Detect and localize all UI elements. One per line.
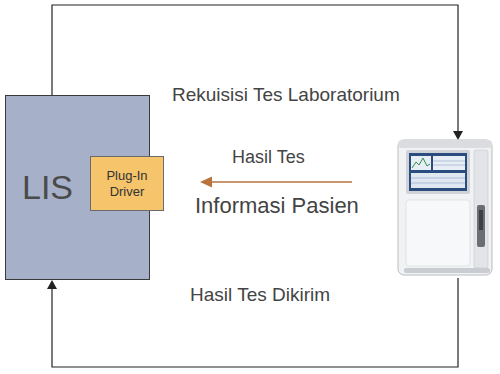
system-name: LIS xyxy=(22,167,73,208)
flow-label: Informasi Pasien xyxy=(195,193,359,218)
request-arrowhead xyxy=(453,131,463,140)
data-arrowhead xyxy=(200,177,212,188)
result-arrowhead xyxy=(47,280,57,289)
result-line xyxy=(52,278,458,367)
flow-label: Rekuisisi Tes Laboratorium xyxy=(172,84,400,106)
system-box: LISPlug-In Driver xyxy=(5,95,150,280)
flow-label: Hasil Tes Dikirim xyxy=(190,284,330,306)
data-arrow-line xyxy=(210,181,352,183)
driver-box: Plug-In Driver xyxy=(90,156,164,211)
flow-label: Hasil Tes xyxy=(232,147,305,168)
driver-name: Plug-In Driver xyxy=(95,168,159,199)
hematology-analyzer xyxy=(398,140,492,275)
